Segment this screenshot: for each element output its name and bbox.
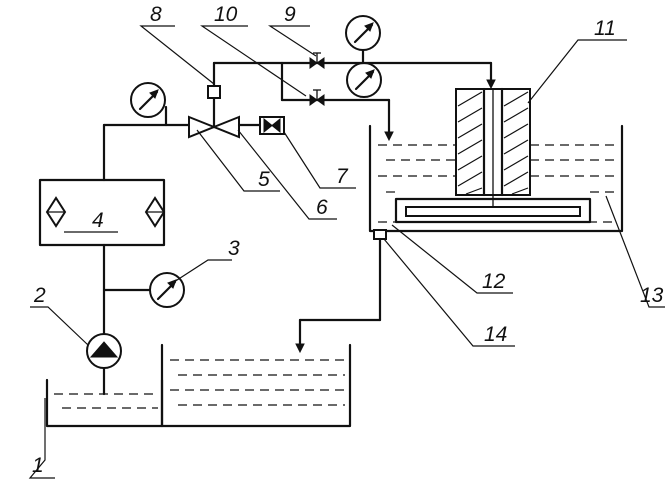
label-8: 8 [150,3,162,26]
label-7: 7 [336,165,349,188]
label-14: 14 [484,323,507,346]
label-5: 5 [258,168,270,191]
drain-tank [160,343,352,428]
label-10: 10 [214,3,238,26]
pressure-line [102,105,192,336]
label-9: 9 [284,3,296,26]
upper-supply [212,61,496,142]
label-1: 1 [32,454,44,477]
drain-line [295,229,387,354]
label-11: 11 [594,17,616,40]
label-12: 12 [482,270,506,293]
label-6: 6 [316,196,328,219]
leader-lines [28,25,665,479]
pressure-gauge-10 [346,62,382,98]
label-13: 13 [640,284,664,307]
label-4: 4 [92,209,104,232]
label-3: 3 [228,237,240,260]
callout-labels: 1 2 3 4 5 6 7 8 9 10 11 12 13 14 [32,3,664,477]
pressure-gauge-9 [345,15,381,65]
pressure-gauge-left-top [130,82,166,118]
pressure-gauge-3 [149,272,185,308]
workpiece [394,197,592,224]
tool-electrode [455,87,531,210]
distributor-valve [188,61,262,139]
label-2: 2 [33,284,46,307]
throttle [259,116,285,135]
valve-9 [309,52,325,69]
filter-block [38,178,166,247]
pump [86,333,122,396]
valve-10 [309,89,325,106]
